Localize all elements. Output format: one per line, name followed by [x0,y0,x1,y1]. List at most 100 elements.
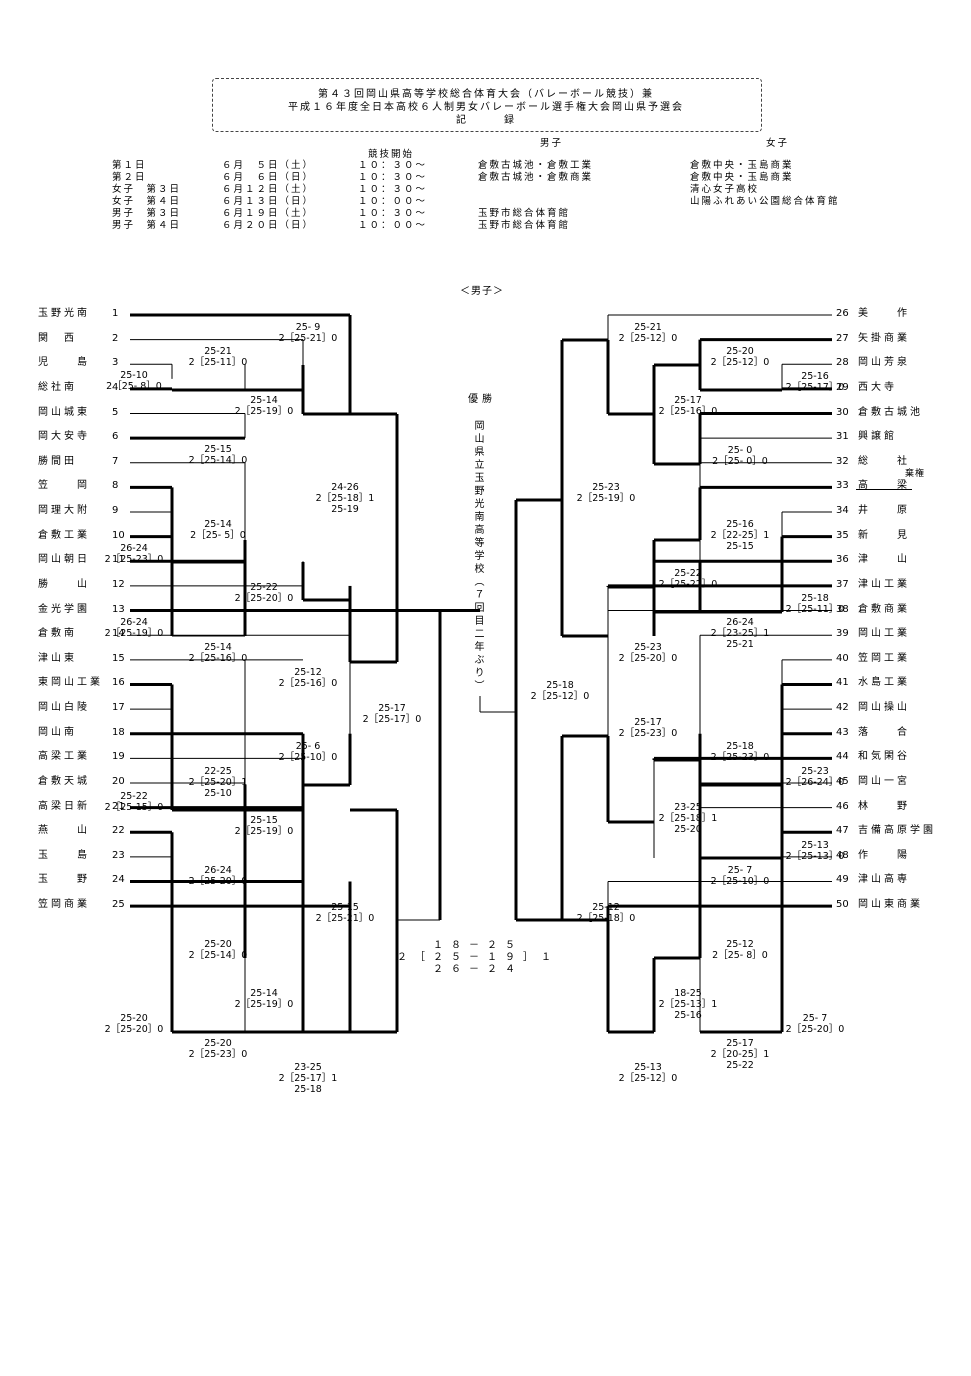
schedule-time: １０：３０～ [358,160,428,171]
match-score: 25-18 [726,741,754,752]
match-score: 25-15 [204,444,232,455]
team-name: 玉野光南 [38,308,90,319]
title-line-1: 第４３回岡山県高等学校総合体育大会（バレーボール競技）兼 [318,89,654,100]
match-score: 24-26 [331,482,359,493]
match-score: 2［25-23］0 [618,728,678,739]
match-score: 2［25-16］0 [278,678,338,689]
team-name: 倉敷天城 [38,775,90,787]
schedule-day: 男子 第３日 [112,208,182,219]
team-name: 笠岡商業 [38,899,90,911]
team-name: 岡山操山 [858,702,910,714]
champion-label: 優勝 [468,394,496,405]
team-seed: 17 [112,702,125,714]
schedule-day: 第１日 [112,160,147,171]
team-name: 総 社 [858,455,910,467]
team-seed: 32 [836,455,849,467]
match-score: 25-23 [592,482,620,493]
team-name: 金光学園 [38,603,90,615]
team-name: 岡山工業 [858,628,910,640]
match-score: 25-21 [634,322,662,333]
team-name: 新 見 [858,529,910,541]
schedule-time: １０：３０～ [358,172,428,183]
match-score: 25-20 [674,824,702,835]
match-score: 2［25-18］1 [315,493,375,504]
match-score: 25-20 [726,346,754,357]
match-score: 25-16 [726,519,754,530]
match-score: 2［25-20］0 [234,593,294,604]
team-name: 岡山南 [38,726,77,738]
team-name: 岡山朝日 [38,554,90,566]
match-score: 2［25-16］0 [658,406,718,417]
schedule-time: １０：００～ [358,220,428,231]
team-name: 玉 島 [38,849,90,861]
team-name: 総社南 [38,381,77,393]
match-score: 2［25-19］0 [234,826,294,837]
final-score-3: ２６－２４ [433,964,523,975]
final-score-1: １８－２５ [433,940,523,951]
team-name: 津 山 [858,554,910,566]
match-score: 25-12 [294,667,322,678]
team-name: 玉 野 [38,874,90,886]
team-name: 高 梁 [858,480,910,492]
team-seed: 6 [112,431,119,443]
team-name: 関 西 [38,332,77,344]
withdrawal-label: 棄権 [905,469,926,479]
team-seed: 33 [836,480,849,492]
team-name: 矢掛商業 [858,332,910,344]
team-seed: 48 [836,849,849,861]
match-score: 2［25-20］0 [104,1024,164,1035]
schedule-time: １０：００～ [358,196,428,207]
team-seed: 39 [836,628,849,640]
schedule-day: 女子 第３日 [112,184,182,195]
team-name: 倉敷商業 [858,603,910,615]
team-seed: 14 [112,628,125,640]
match-score: 26-24 [204,865,232,876]
team-seed: 22 [112,825,125,837]
match-score: 25-13 [801,840,829,851]
team-seed: 21 [112,800,125,812]
match-score: 2［25-11］0 [188,357,248,368]
match-score: 25-22 [120,791,148,802]
team-seed: 43 [836,726,849,738]
team-seed: 38 [836,603,849,615]
match-score: 25- 9 [295,322,321,333]
schedule-date: ６月１２日（土） [222,184,315,195]
team-seed: 25 [112,899,125,911]
title-box [212,78,762,132]
match-score: 25-17 [674,395,702,406]
match-score: 25-23 [634,642,662,653]
team-name: 岡山城東 [38,406,90,418]
match-score: 25-18 [294,1084,322,1095]
team-seed: 7 [112,455,119,467]
match-score: 25- 7 [802,1013,828,1024]
schedule-male: 玉野市総合体育館 [478,208,571,219]
match-score: 22-25 [204,766,232,777]
match-score: 2［25-20］0 [618,653,678,664]
team-name: 興譲館 [858,431,897,443]
match-score: 2［25-20］0 [188,876,248,887]
match-score: 25-12 [726,939,754,950]
withdrawal-strike [856,489,912,490]
schedule-date: ６月２０日（日） [222,220,315,231]
match-score: 2［25-21］0 [315,913,375,924]
match-score: 25-10 [204,788,232,799]
match-score: 2［25-17］0 [785,382,845,393]
team-name: 津山工業 [858,578,910,590]
team-name: 岡山一宮 [858,775,910,787]
team-seed: 11 [112,554,125,566]
team-seed: 50 [836,899,849,911]
team-seed: 45 [836,775,849,787]
team-name: 津山東 [38,652,77,664]
schedule-date: ６月 ５日（土） [222,160,315,171]
team-seed: 49 [836,874,849,886]
team-seed: 24 [112,874,125,886]
match-score: 25-21 [204,346,232,357]
schedule-date: ６月１９日（土） [222,208,315,219]
schedule-female: 倉敷中央・玉島商業 [690,160,794,171]
schedule-time: １０：３０～ [358,208,428,219]
match-score: 2［25-19］0 [104,628,164,639]
match-score: 2［25- 8］0 [106,381,162,392]
match-score: 25-14 [250,395,278,406]
team-seed: 4 [112,381,119,393]
